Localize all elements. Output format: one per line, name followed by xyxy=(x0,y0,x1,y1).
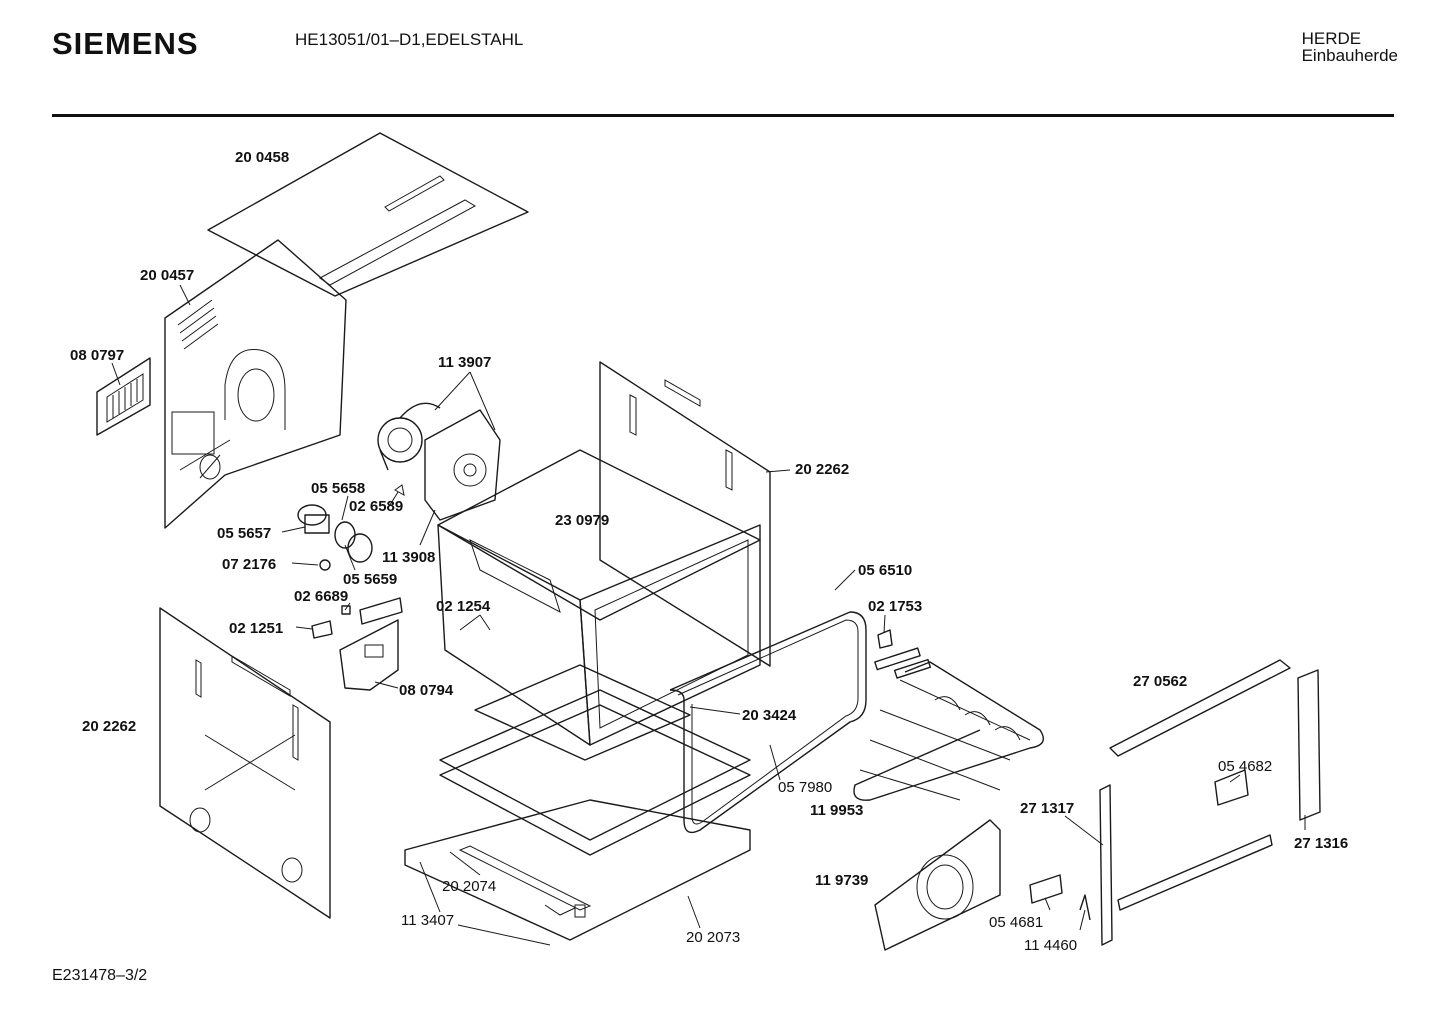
fan-cover-shape[interactable] xyxy=(874,819,1001,951)
label-054681: 05 4681 xyxy=(989,914,1043,931)
leader-lines xyxy=(111,284,1306,946)
label-230979: 23 0979 xyxy=(555,512,609,529)
category-line1: HERDE xyxy=(1301,29,1362,48)
label-271317: 27 1317 xyxy=(1020,800,1074,817)
bottom-plates-shape[interactable] xyxy=(439,664,751,856)
label-119953: 11 9953 xyxy=(810,802,863,819)
rear-panel-shape[interactable] xyxy=(164,239,347,529)
label-080794: 08 0794 xyxy=(399,682,454,699)
brand-logo: SIEMENS xyxy=(52,26,199,61)
lamp-assembly-shape[interactable] xyxy=(297,484,405,571)
label-021753: 02 1753 xyxy=(868,598,922,615)
label-200457: 20 0457 xyxy=(140,267,194,284)
label-271316: 27 1316 xyxy=(1294,835,1348,852)
label-202262a: 20 2262 xyxy=(795,461,849,478)
label-119739: 11 9739 xyxy=(815,872,868,889)
fan-motor-shape[interactable] xyxy=(377,402,501,521)
vent-grille-shape[interactable] xyxy=(96,357,151,436)
door-seal-shape[interactable] xyxy=(669,611,867,834)
heating-element-shape[interactable] xyxy=(853,629,1044,801)
category-line2: Einbauherde xyxy=(1301,46,1398,65)
label-021254: 02 1254 xyxy=(436,598,491,615)
base-tray-shape[interactable] xyxy=(404,799,751,941)
label-113908: 11 3908 xyxy=(382,549,435,566)
control-bracket-shape[interactable] xyxy=(339,619,399,691)
label-055658: 05 5658 xyxy=(311,480,365,497)
label-057980: 05 7980 xyxy=(778,779,832,796)
drawing-reference: E231478–3/2 xyxy=(52,967,148,984)
label-080797: 08 0797 xyxy=(70,347,124,364)
label-113407: 11 3407 xyxy=(401,912,454,929)
label-202262b: 20 2262 xyxy=(82,718,136,735)
label-072176: 07 2176 xyxy=(222,556,276,573)
front-frame-shape[interactable] xyxy=(1029,659,1321,946)
label-026589: 02 6589 xyxy=(349,498,403,515)
label-021251: 02 1251 xyxy=(229,620,283,637)
label-202073: 20 2073 xyxy=(686,929,740,946)
small-switches-shape[interactable] xyxy=(311,597,403,639)
label-202074: 20 2074 xyxy=(442,878,496,895)
label-113907: 11 3907 xyxy=(438,354,491,371)
part-labels: 20 0458 20 0457 08 0797 11 3907 05 5658 … xyxy=(70,149,1348,954)
label-200458: 20 0458 xyxy=(235,149,289,166)
label-203424: 20 3424 xyxy=(742,707,797,724)
label-056510: 05 6510 xyxy=(858,562,912,579)
oven-muffle-shape[interactable] xyxy=(437,449,761,746)
label-055659: 05 5659 xyxy=(343,571,397,588)
category-block: HERDE Einbauherde xyxy=(1302,30,1398,64)
label-055657: 05 5657 xyxy=(217,525,271,542)
header-divider xyxy=(52,114,1394,117)
side-panel-left-shape[interactable] xyxy=(159,607,331,919)
model-title: HE13051/01–D1,EDELSTAHL xyxy=(295,30,524,49)
label-270562: 27 0562 xyxy=(1133,673,1187,690)
label-054682: 05 4682 xyxy=(1218,758,1272,775)
label-026689: 02 6689 xyxy=(294,588,348,605)
side-panel-right-shape[interactable] xyxy=(599,361,771,667)
label-114460: 11 4460 xyxy=(1024,937,1077,954)
